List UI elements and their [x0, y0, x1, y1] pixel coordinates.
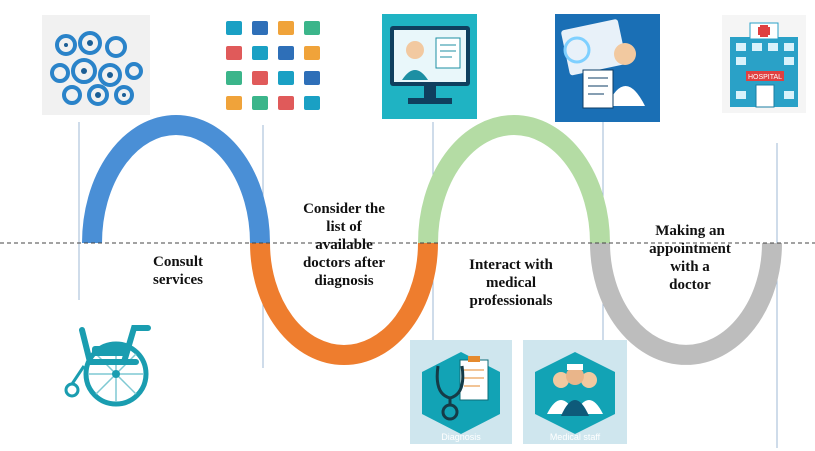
hospital-building-icon: HOSPITAL [722, 15, 806, 113]
step-label-line: list of [326, 219, 362, 235]
step-label-line: appointment [649, 241, 731, 257]
grid-tile-icon [252, 21, 268, 35]
grid-tile-icon [304, 21, 320, 35]
wheelchair-icon [64, 325, 151, 407]
wave-arc-interact [418, 115, 610, 244]
step-label-line: doctor [669, 277, 711, 293]
diagnosis-card: Diagnosis [410, 340, 512, 444]
online-doctor-monitor-icon [382, 14, 477, 119]
step-label-line: diagnosis [314, 273, 374, 289]
gears-icon [42, 15, 150, 115]
grid-tile-icon [304, 46, 320, 60]
medical-staff-card: Medical staff [523, 340, 627, 444]
step-label-line: Consult [152, 254, 204, 270]
grid-tile-icon [278, 96, 294, 110]
diagnosis-caption: Diagnosis [441, 432, 481, 442]
medical-staff-caption: Medical staff [550, 432, 601, 442]
wave-arc-consult [82, 115, 270, 244]
grid-tile-icon [278, 46, 294, 60]
step-label-line: available [315, 237, 373, 253]
grid-tile-icon [304, 96, 320, 110]
grid-tile-icon [278, 71, 294, 85]
telemedicine-icon-grid [220, 15, 330, 120]
grid-tile-icon [252, 71, 268, 85]
step-label-line: with a [670, 259, 710, 275]
wave-arc-consider [250, 242, 438, 365]
step-label-line: Making an [655, 223, 725, 239]
step-label-line: professionals [469, 293, 553, 309]
grid-tile-icon [252, 46, 268, 60]
step-label-line: Consider the [303, 201, 385, 217]
step-label-consider: Consider the list of available doctors afte… [284, 200, 404, 290]
step-label-line: Interact with [469, 257, 553, 273]
grid-tile-icon [226, 96, 242, 110]
step-label-interact: Interact with medical professionals [444, 256, 578, 310]
wave-arc-appointment [590, 242, 782, 365]
remote-consult-icon [555, 14, 660, 122]
step-label-appointment: Making an appointment with a doctor [624, 222, 756, 294]
step-label-consult: Consult services [128, 253, 228, 289]
grid-tile-icon [304, 71, 320, 85]
hospital-sign-text: HOSPITAL [748, 74, 782, 81]
step-label-line: doctors after [302, 255, 386, 271]
step-label-line: services [153, 272, 203, 288]
grid-tile-icon [226, 71, 242, 85]
grid-tile-icon [252, 96, 268, 110]
grid-tile-icon [226, 46, 242, 60]
step-label-line: medical [486, 275, 536, 291]
grid-tile-icon [278, 21, 294, 35]
grid-tile-icon [226, 21, 242, 35]
